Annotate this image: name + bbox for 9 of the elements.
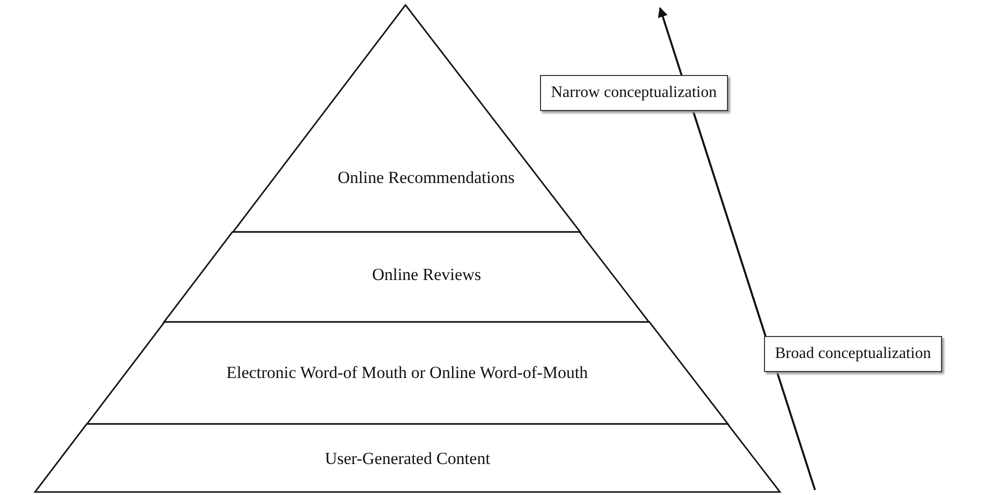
tier-label: Electronic Word-of Mouth or Online Word-of-Mouth	[225, 362, 589, 384]
pyramid-tier	[86, 322, 728, 424]
pyramid-tier	[164, 232, 650, 322]
text-box: Broad conceptualization	[764, 336, 942, 372]
tier-label: Online Recommendations	[336, 167, 516, 189]
tier-label: Online Reviews	[371, 264, 482, 286]
tier-label: User-Generated Content	[324, 448, 492, 470]
pyramid-tier	[35, 424, 780, 492]
text-box: Narrow conceptualization	[540, 75, 728, 111]
